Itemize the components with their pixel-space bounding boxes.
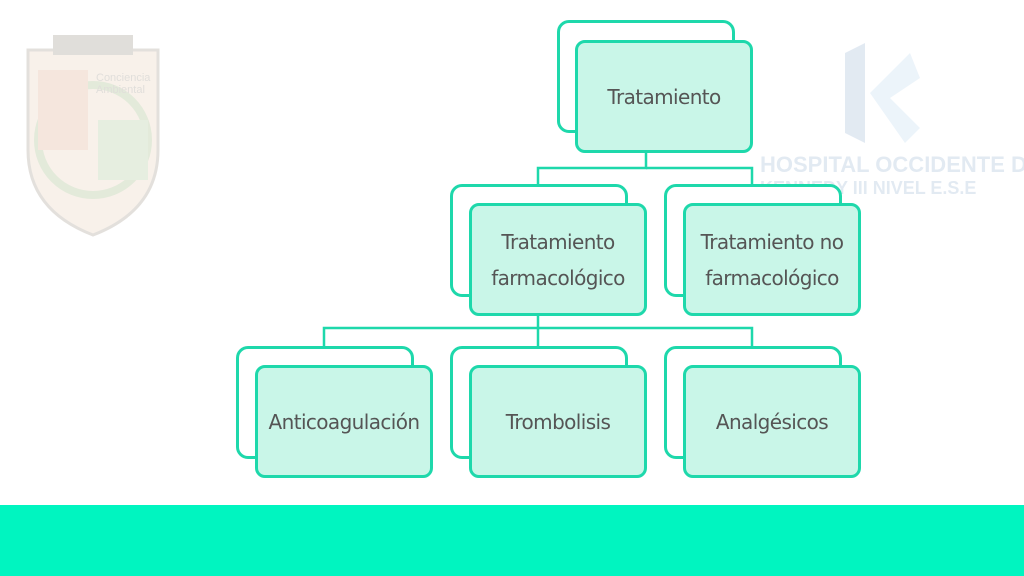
hospital-name-line1: HOSPITAL OCCIDENTE DE xyxy=(760,152,1024,177)
node-anticoagulation-label: Anticoagulación xyxy=(268,409,421,434)
node-analgesics-label: Analgésicos xyxy=(715,409,829,434)
node-thrombolysis: Trombolisis xyxy=(469,365,647,478)
connector-root-pharmacologic xyxy=(536,152,648,185)
node-root-label: Tratamiento xyxy=(607,84,721,109)
udca-logo: U.D.C.A Conciencia Ambiental xyxy=(8,30,178,250)
hospital-k-icon xyxy=(845,43,920,143)
node-non-pharmacologic-label: Tratamiento no farmacológico xyxy=(700,229,844,290)
udca-acronym: U.D.C.A xyxy=(63,38,108,52)
node-pharmacologic: Tratamiento farmacológico xyxy=(469,203,647,316)
node-anticoagulation: Anticoagulación xyxy=(255,365,433,478)
node-pharmacologic-label: Tratamiento farmacológico xyxy=(491,229,625,290)
node-root: Tratamiento xyxy=(575,40,753,153)
node-non-pharmacologic: Tratamiento no farmacológico xyxy=(683,203,861,316)
udca-motto: Conciencia Ambiental xyxy=(96,72,151,96)
node-thrombolysis-label: Trombolisis xyxy=(505,409,611,434)
connector-pharm-analgesics xyxy=(538,326,754,347)
udca-shield-icon xyxy=(26,35,160,237)
node-analgesics: Analgésicos xyxy=(683,365,861,478)
footer-band xyxy=(0,505,1024,576)
connector-root-non-pharmacologic xyxy=(646,166,754,185)
connector-pharm-anticoagulation xyxy=(322,315,540,347)
